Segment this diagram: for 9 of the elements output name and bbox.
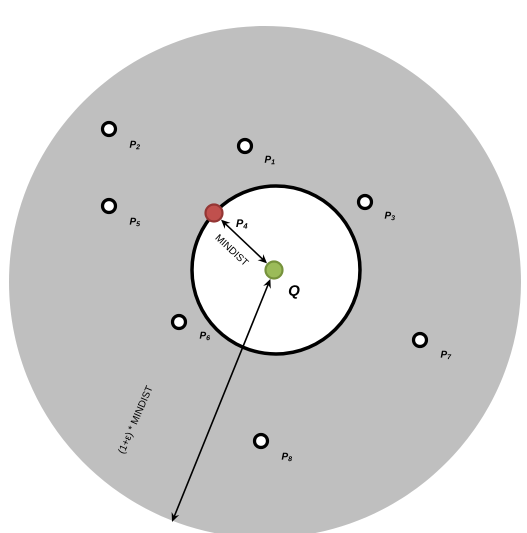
point-label: P$_{4}$ [236,219,248,229]
point-label: P$_{7}$ [440,350,452,360]
point-label: P$_{6}$ [200,332,210,340]
point-label: P$_{5}$ [130,218,140,226]
point-label: P$_{3}$ [384,212,395,220]
point-label: P$_{2}$ [130,140,140,150]
point-label: P$_{8}$ [282,452,292,462]
point-label: Q [288,285,300,299]
point-label: P$_{1}$ [264,156,275,164]
